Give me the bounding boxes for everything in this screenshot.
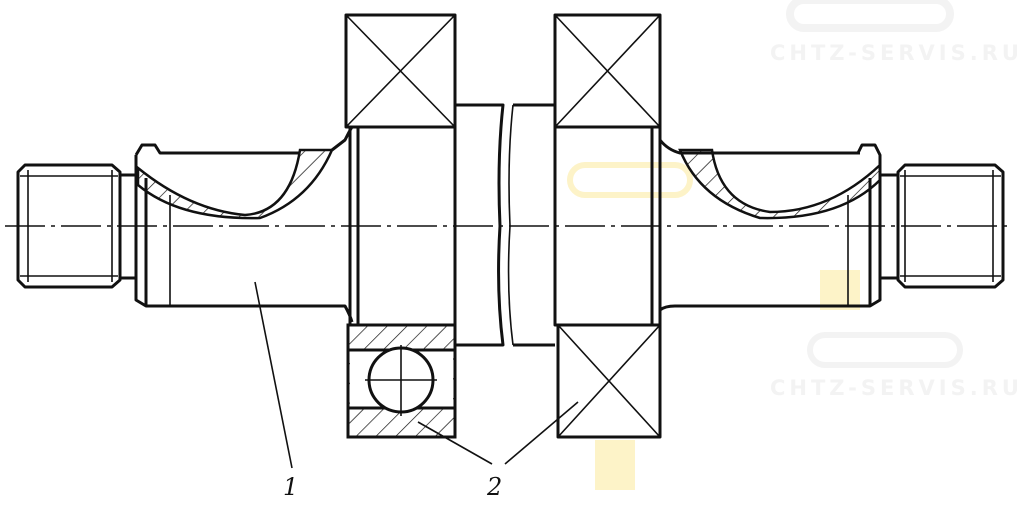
watermark-text-top: CHTZ-SERVIS.RU <box>770 41 1020 65</box>
watermark: CHTZ-SERVIS.RU CHTZ-SERVIS.RU <box>567 0 1020 490</box>
bearing-bottom-right <box>556 323 662 439</box>
ball-bearing-section <box>346 323 457 439</box>
leader-lines <box>254 281 579 469</box>
watermark-text-bottom: CHTZ-SERVIS.RU <box>770 376 1020 400</box>
label-part-1: 1 <box>283 473 298 501</box>
label-part-2: 2 <box>486 473 502 501</box>
shaft <box>16 103 1005 347</box>
bearing-top-right <box>553 13 662 129</box>
bearing-top-left <box>344 13 457 129</box>
